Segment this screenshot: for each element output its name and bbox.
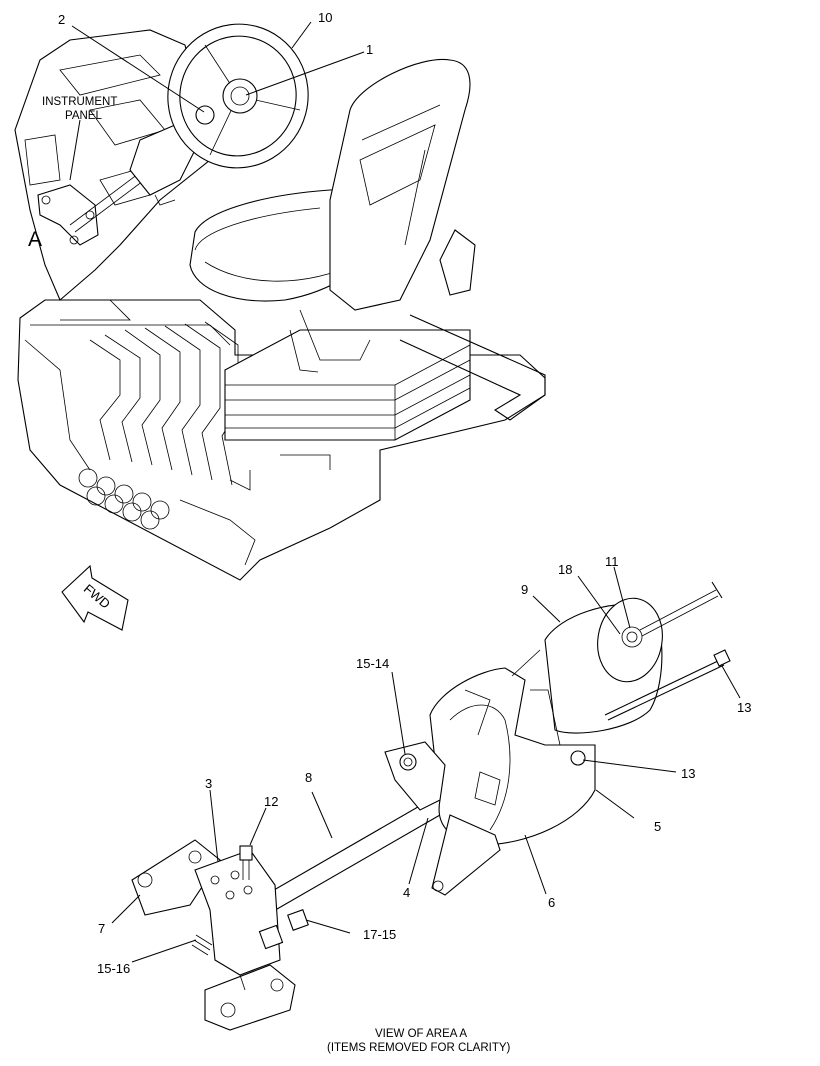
instrument-panel-label-line1: INSTRUMENT <box>42 96 117 108</box>
callout-6: 6 <box>548 895 555 910</box>
callout-9: 9 <box>521 582 528 597</box>
callout-5: 5 <box>654 819 661 834</box>
callout-18: 18 <box>558 562 572 577</box>
leader-lines <box>69 21 741 963</box>
callout-13b: 13 <box>681 766 695 781</box>
callout-10: 10 <box>318 10 332 25</box>
caption-line1: VIEW OF AREA A <box>375 1028 467 1040</box>
callout-2: 2 <box>58 12 65 27</box>
callout-12: 12 <box>264 794 278 809</box>
caption-line2: (ITEMS REMOVED FOR CLARITY) <box>327 1042 511 1054</box>
fwd-arrow-icon: FWD <box>61 564 129 631</box>
instrument-panel-label-line2: PANEL <box>65 110 102 122</box>
callout-13a: 13 <box>737 700 751 715</box>
callout-numbers: 2 10 1 18 11 9 13 13 15-14 8 3 12 5 4 6 … <box>58 10 751 976</box>
steering-column-assembly <box>131 581 731 1031</box>
callout-11: 11 <box>605 554 619 569</box>
callout-3: 3 <box>205 776 212 791</box>
callout-4: 4 <box>403 885 410 900</box>
callout-15-14: 15-14 <box>356 656 389 671</box>
callout-15-16: 15-16 <box>97 961 130 976</box>
callout-17-15: 17-15 <box>363 927 396 942</box>
view-marker-a: A <box>28 228 42 251</box>
annotations: INSTRUMENT PANEL A VIEW OF AREA A (ITEMS… <box>28 96 511 1054</box>
callout-7: 7 <box>98 921 105 936</box>
callout-8: 8 <box>305 770 312 785</box>
cab-floor-assembly <box>14 23 546 581</box>
callout-1: 1 <box>366 42 373 57</box>
